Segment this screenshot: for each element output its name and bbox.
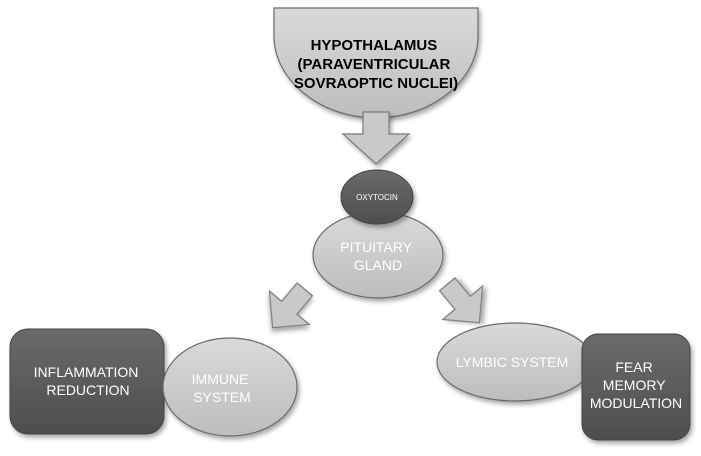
inflammation-label: INFLAMMATION REDUCTION [34, 364, 143, 398]
pituitary-shape [312, 211, 444, 299]
limbic-node: LYMBIC SYSTEM [436, 322, 594, 402]
immune-label: IMMUNE SYSTEM [192, 371, 253, 405]
arrow-to-immune-icon [268, 282, 314, 329]
immune-shape [162, 337, 298, 437]
oxytocin-shape [340, 169, 414, 225]
arrow-to-limbic-icon [438, 277, 484, 324]
pituitary-node: PITUITARY GLAND [312, 211, 444, 299]
fear-label: FEAR MEMORY MODULATION [590, 359, 682, 411]
immune-node: IMMUNE SYSTEM [162, 337, 298, 437]
limbic-label: LYMBIC SYSTEM [456, 354, 569, 370]
fear-node: FEAR MEMORY MODULATION [581, 333, 691, 441]
oxytocin-node: OXYTOCIN [340, 169, 414, 225]
hypothalamus-node: HYPOTHALAMUS (PARAVENTRICULAR SOVRAOPTIC… [273, 7, 479, 119]
oxytocin-label: OXYTOCIN [356, 193, 398, 202]
fear-shape [581, 333, 691, 441]
inflammation-node: INFLAMMATION REDUCTION [9, 328, 165, 435]
pituitary-label: PITUITARY GLAND [340, 239, 415, 273]
hypothalamus-label: HYPOTHALAMUS (PARAVENTRICULAR SOVRAOPTIC… [294, 37, 458, 92]
down-arrow-icon [341, 111, 411, 165]
